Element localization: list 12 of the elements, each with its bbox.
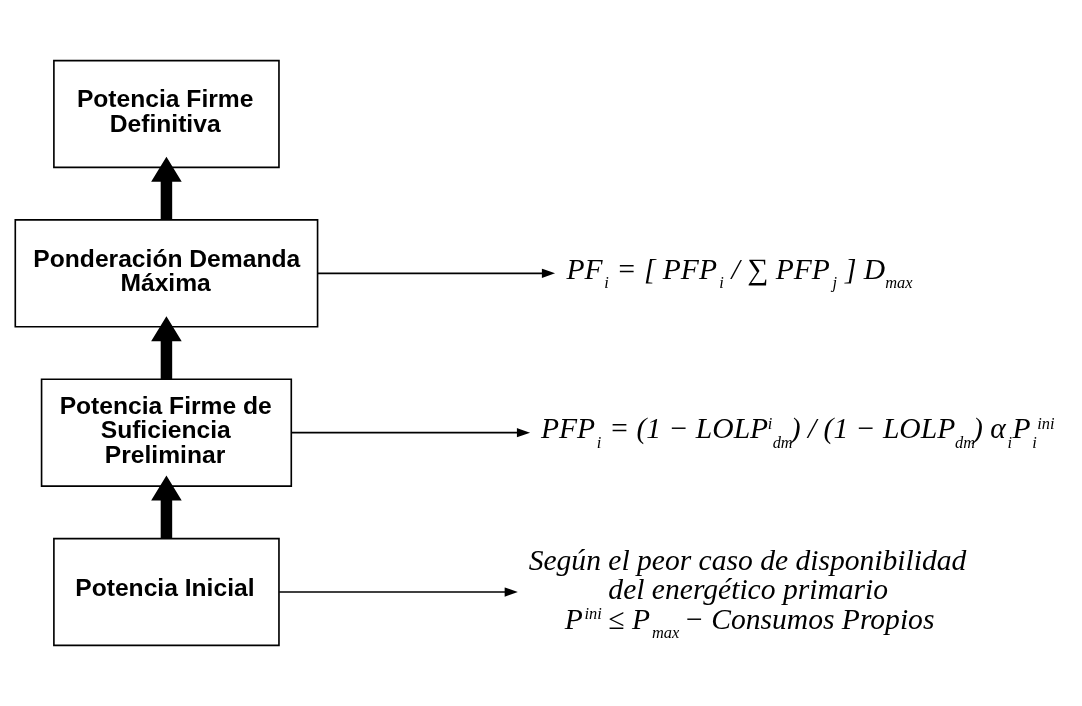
arrow [151,475,182,539]
arrow [278,587,518,597]
arrow [151,156,182,220]
arrow [151,316,182,380]
node-text: PF$_{i}$ = [ PFP$_{i}$ / ∑ PFP$_{j}$ ] D$_{max}$ [566,252,913,293]
node-box: Potencia Firme Definitiva [53,59,280,169]
node-box: Ponderación Demanda Máxima [14,219,319,328]
node-box: Potencia Inicial [53,537,280,647]
arrow [290,428,531,438]
node-text: Según el peor caso de disponibilidad del energético primario P$^{ini}$ ≤ P$_{max}$ − Consumos Propios [528,543,967,643]
arrow [316,268,556,278]
node-box: Potencia Firme de Suficiencia Preliminar [40,378,293,487]
